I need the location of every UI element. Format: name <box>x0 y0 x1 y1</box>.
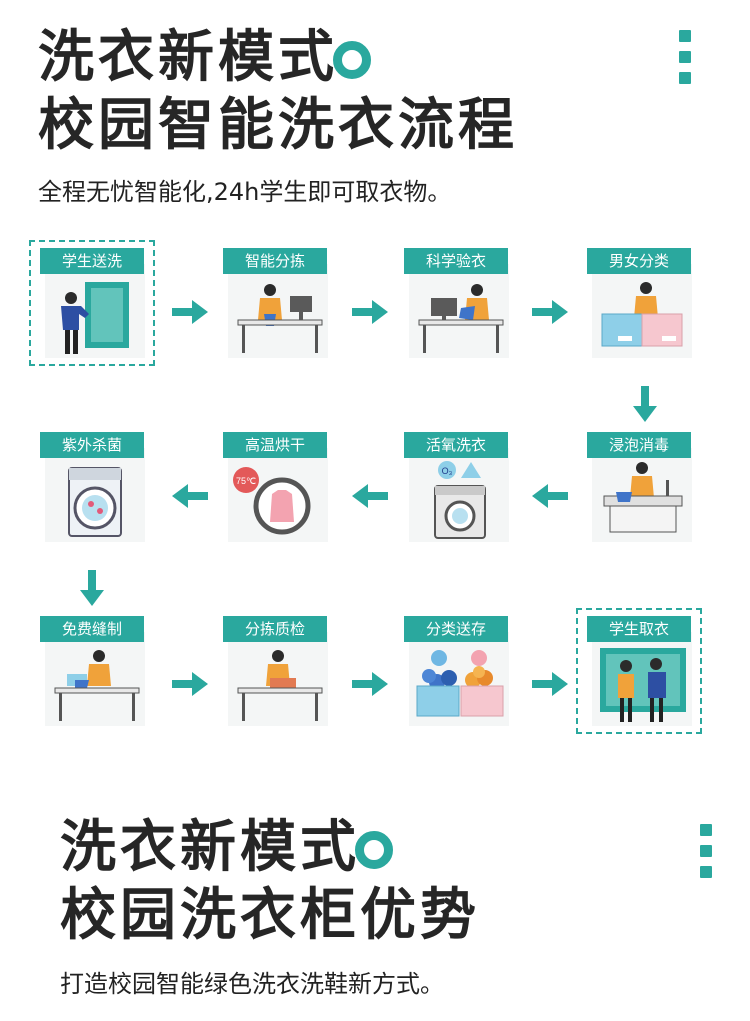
step-gender-classify: 男女分类 <box>584 248 694 358</box>
quality-check-icon <box>237 650 323 721</box>
step-label: 免费缝制 <box>40 616 144 642</box>
high-temp-dryer-icon: 75℃ <box>233 467 311 535</box>
step-label: 活氧洗衣 <box>404 432 508 458</box>
step-uv-sterilize: 紫外杀菌 <box>37 432 147 542</box>
step-free-sewing: 免费缝制 <box>37 616 147 726</box>
step-student-deliver: 学生送洗 <box>29 240 155 366</box>
soak-tub-icon <box>603 462 683 533</box>
ozone-text: O₃ <box>442 466 453 476</box>
step-label: 分拣质检 <box>223 616 327 642</box>
arrow-left-icon <box>532 484 568 508</box>
step-smart-sort: 智能分拣 <box>220 248 330 358</box>
arrow-left-icon <box>352 484 388 508</box>
section1-title-line1: 洗衣新模式 <box>38 25 338 90</box>
step-label: 科学验衣 <box>404 248 508 274</box>
vertical-dots-icon <box>700 824 712 887</box>
step-label: 学生取衣 <box>587 616 691 642</box>
storage-baskets-icon <box>416 650 504 717</box>
gender-bins-icon <box>601 282 683 347</box>
arrow-down-icon <box>633 386 657 422</box>
arrow-down-icon <box>80 570 104 606</box>
step-sort-quality-check: 分拣质检 <box>220 616 330 726</box>
step-scientific-inspect: 科学验衣 <box>401 248 511 358</box>
step-soak-disinfect: 浸泡消毒 <box>584 432 694 542</box>
washing-machine-icon: O₃ <box>434 461 486 539</box>
step-label: 高温烘干 <box>223 432 327 458</box>
dryer-temp-text: 75℃ <box>236 476 256 486</box>
arrow-right-icon <box>532 300 568 324</box>
arrow-right-icon <box>172 300 208 324</box>
sorting-desk-icon <box>237 284 323 353</box>
step-label: 男女分类 <box>587 248 691 274</box>
step-label: 紫外杀菌 <box>40 432 144 458</box>
vertical-dots-icon <box>679 30 691 93</box>
step-classify-store: 分类送存 <box>401 616 511 726</box>
step-label: 学生送洗 <box>40 248 144 274</box>
step-label: 浸泡消毒 <box>587 432 691 458</box>
ring-icon <box>333 41 371 79</box>
arrow-right-icon <box>352 300 388 324</box>
uv-sterilizer-icon <box>68 467 122 537</box>
section2-subtitle: 打造校园智能绿色洗衣洗鞋新方式。 <box>60 970 444 998</box>
student-deliver-icon <box>61 282 129 354</box>
section2-title-line2: 校园洗衣柜优势 <box>60 883 480 948</box>
student-pickup-icon <box>600 648 686 722</box>
step-active-oxygen-wash: 活氧洗衣 O₃ <box>401 432 511 542</box>
sewing-desk-icon <box>54 650 140 721</box>
arrow-right-icon <box>352 672 388 696</box>
step-high-temp-dry: 高温烘干 75℃ <box>220 432 330 542</box>
section1-subtitle: 全程无忧智能化,24h学生即可取衣物。 <box>38 178 452 206</box>
ring-icon <box>355 831 393 869</box>
step-label: 分类送存 <box>404 616 508 642</box>
inspection-desk-icon <box>418 284 504 353</box>
arrow-left-icon <box>172 484 208 508</box>
step-student-pickup: 学生取衣 <box>576 608 702 734</box>
section1-title-line2: 校园智能洗衣流程 <box>38 93 518 158</box>
arrow-right-icon <box>172 672 208 696</box>
section2-title-line1: 洗衣新模式 <box>60 815 360 880</box>
step-label: 智能分拣 <box>223 248 327 274</box>
arrow-right-icon <box>532 672 568 696</box>
